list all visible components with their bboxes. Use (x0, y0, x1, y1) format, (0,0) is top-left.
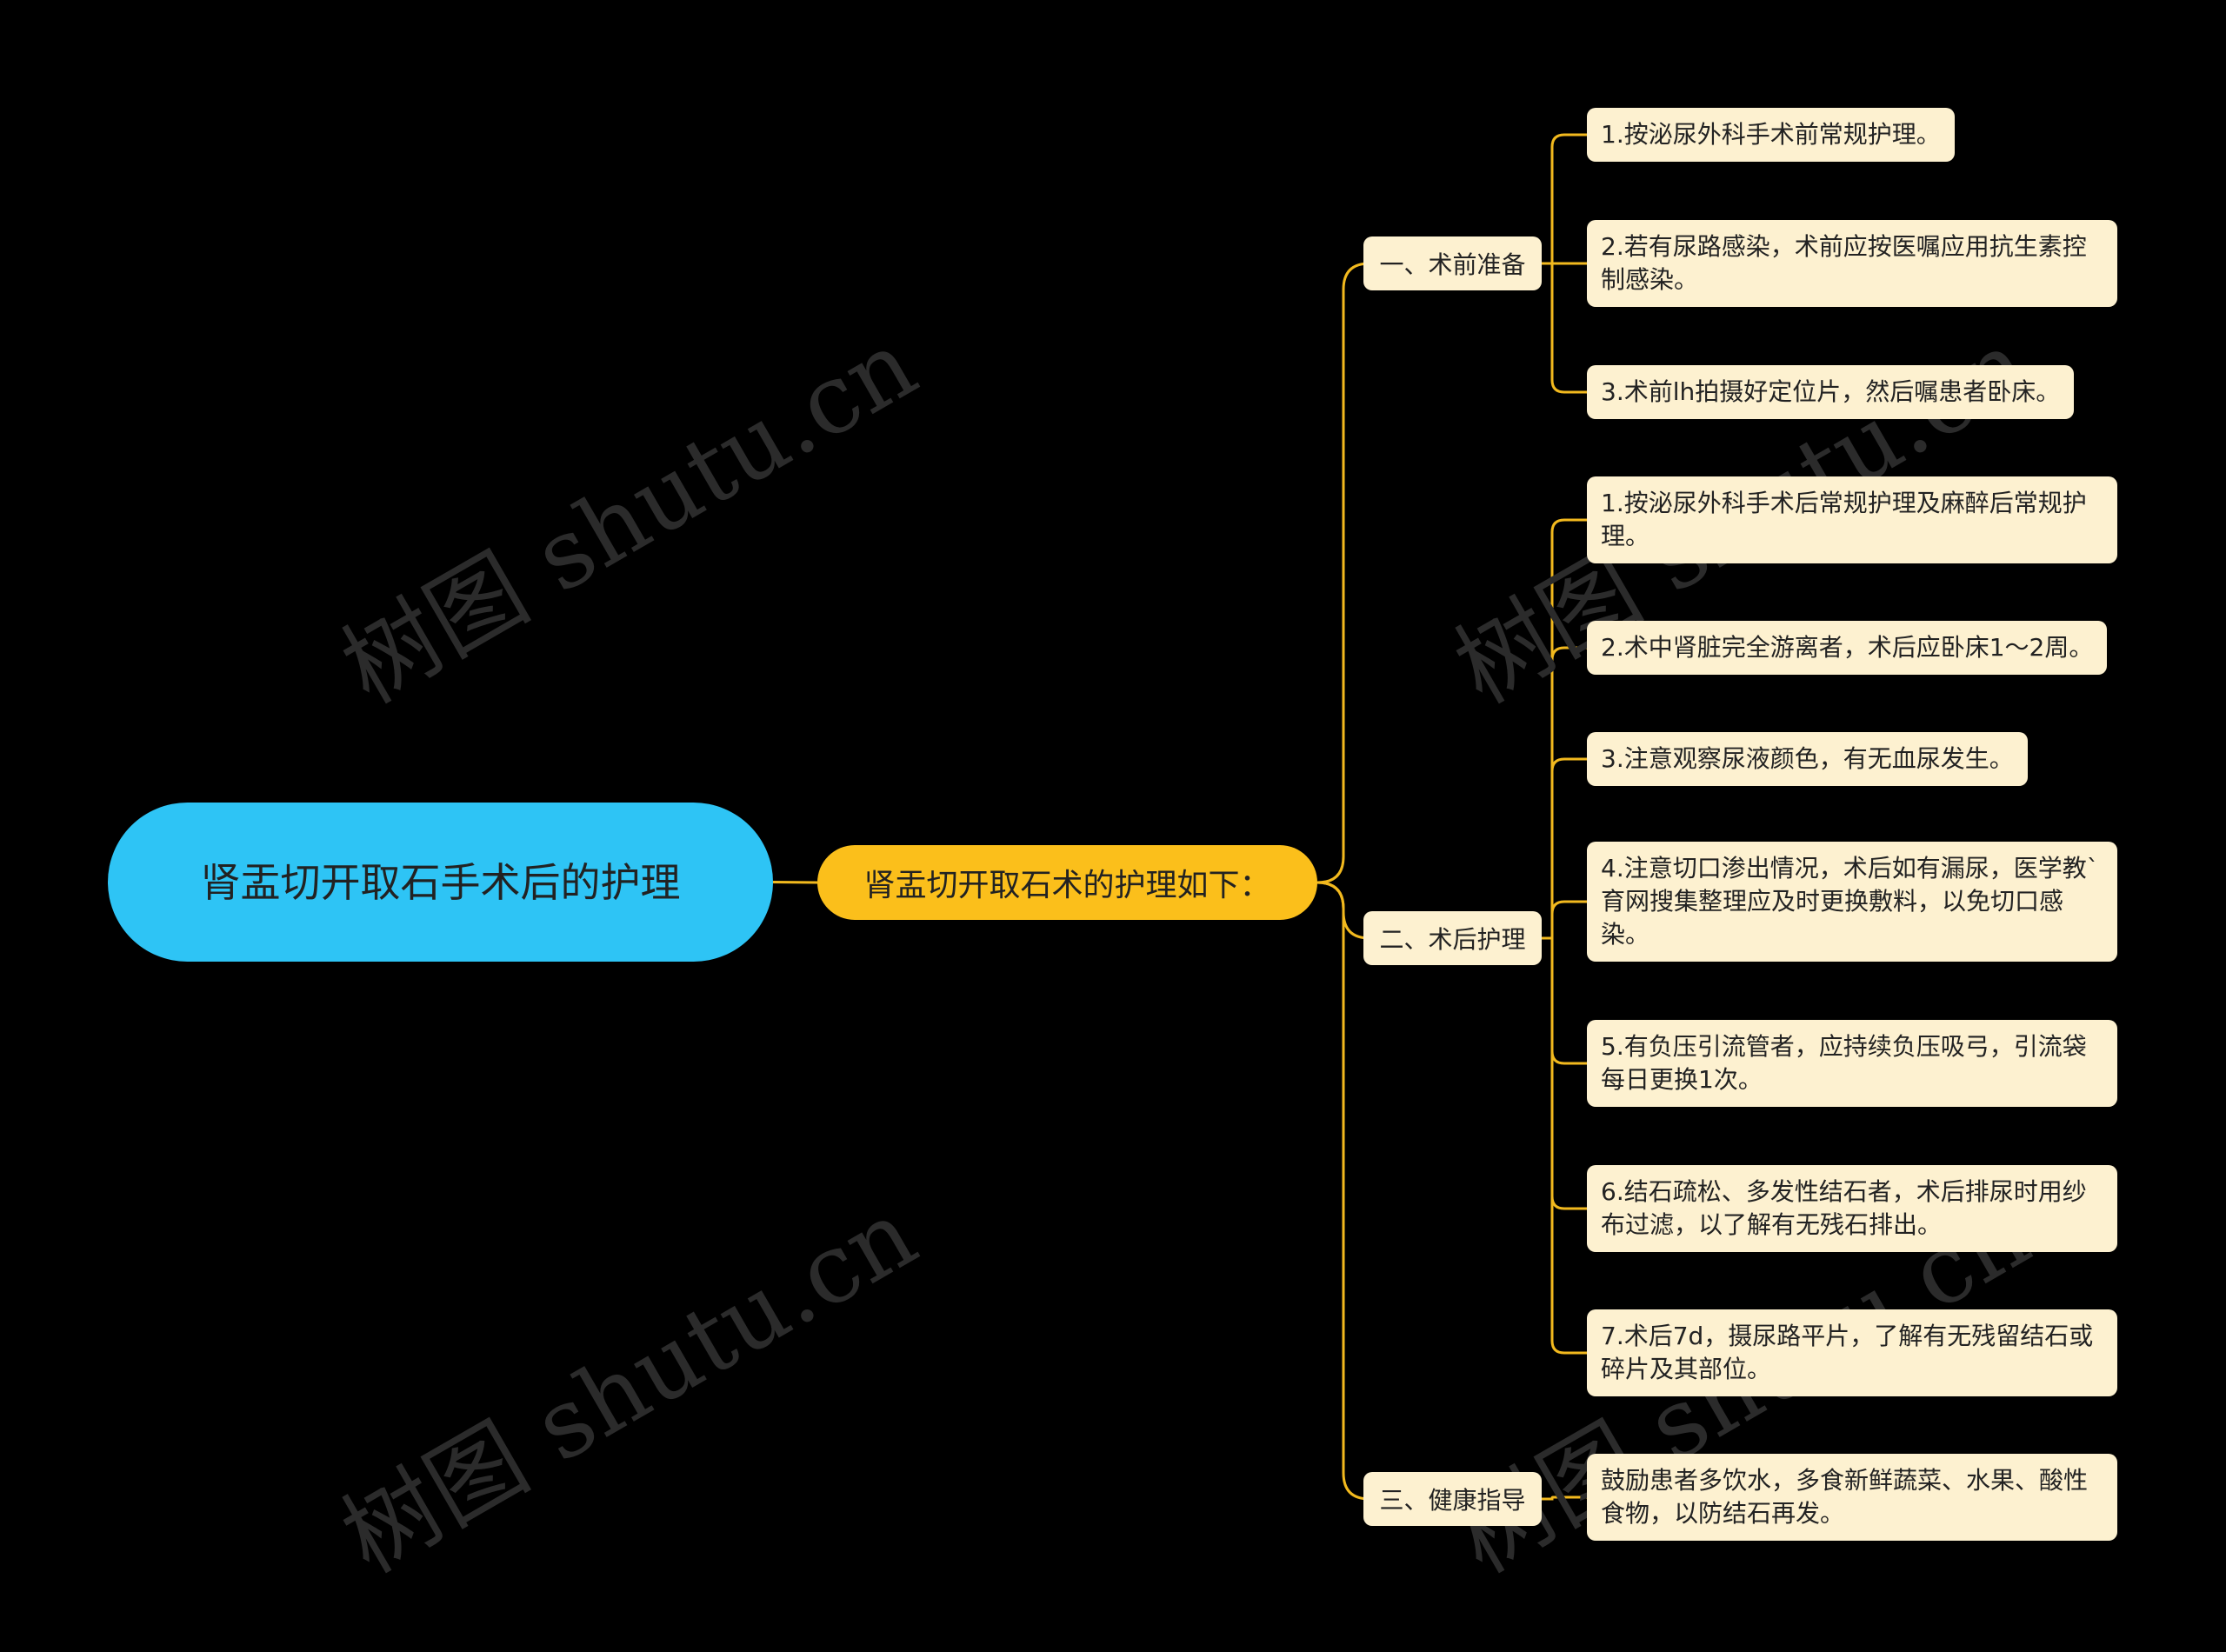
center-node-label: 肾盂切开取石术的护理如下： (863, 868, 1271, 903)
leaf-text: 2.若有尿路感染，术前应按医嘱应用抗生素控制感染。 (1601, 232, 2087, 294)
branch-postop[interactable]: 二、术后护理 (1363, 911, 1542, 965)
leaf-health-1[interactable]: 鼓励患者多饮水，多食新鲜蔬菜、水果、酸性食物，以防结石再发。 (1587, 1454, 2117, 1541)
leaf-postop-4[interactable]: 4.注意切口渗出情况，术后如有漏尿，医学教`育网搜集整理应及时更换敷料，以免切口… (1587, 842, 2117, 962)
leaf-text: 1.按泌尿外科手术后常规护理及麻醉后常规护理。 (1601, 489, 2087, 550)
leaf-text: 3.注意观察尿液颜色，有无血尿发生。 (1601, 744, 2014, 773)
branch-health[interactable]: 三、健康指导 (1363, 1472, 1542, 1526)
leaf-postop-3[interactable]: 3.注意观察尿液颜色，有无血尿发生。 (1587, 732, 2028, 786)
branch-leaf-link (1542, 900, 1587, 940)
leaf-text: 4.注意切口渗出情况，术后如有漏尿，医学教`育网搜集整理应及时更换敷料，以免切口… (1601, 854, 2099, 949)
branch-leaf-link (1542, 936, 1587, 1210)
branch-leaf-link (1542, 262, 1587, 394)
branch-label: 二、术后护理 (1379, 925, 1526, 954)
branch-leaf-link (1542, 133, 1587, 265)
center-branch-link (1316, 262, 1370, 884)
center-branch-link (1316, 881, 1370, 1501)
branch-label: 三、健康指导 (1379, 1486, 1526, 1515)
branch-leaf-link (1542, 518, 1587, 940)
root-node-label: 肾盂切开取石手术后的护理 (200, 858, 681, 906)
branch-leaf-link (1542, 936, 1587, 1065)
branch-leaf-link (1542, 757, 1587, 940)
leaf-text: 5.有负压引流管者，应持续负压吸弓，引流袋每日更换1次。 (1601, 1032, 2087, 1094)
leaf-text: 鼓励患者多饮水，多食新鲜蔬菜、水果、酸性食物，以防结石再发。 (1601, 1466, 2089, 1528)
leaf-text: 7.术后7d，摄尿路平片，了解有无残留结石或碎片及其部位。 (1601, 1322, 2094, 1383)
root-node[interactable]: 肾盂切开取石手术后的护理 (108, 803, 773, 962)
leaf-postop-7[interactable]: 7.术后7d，摄尿路平片，了解有无残留结石或碎片及其部位。 (1587, 1309, 2117, 1396)
branch-preop[interactable]: 一、术前准备 (1363, 236, 1542, 290)
center-node[interactable]: 肾盂切开取石术的护理如下： (817, 845, 1317, 920)
leaf-postop-6[interactable]: 6.结石疏松、多发性结石者，术后排尿时用纱布过滤，以了解有无残石排出。 (1587, 1165, 2117, 1252)
leaf-preop-3[interactable]: 3.术前lh拍摄好定位片，然后嘱患者卧床。 (1587, 365, 2075, 419)
leaf-postop-2[interactable]: 2.术中肾脏完全游离者，术后应卧床1～2周。 (1587, 621, 2108, 675)
leaf-text: 6.结石疏松、多发性结石者，术后排尿时用纱布过滤，以了解有无残石排出。 (1601, 1177, 2087, 1239)
leaf-text: 3.术前lh拍摄好定位片，然后嘱患者卧床。 (1601, 377, 2061, 406)
leaf-preop-1[interactable]: 1.按泌尿外科手术前常规护理。 (1587, 108, 1955, 162)
leaf-postop-1[interactable]: 1.按泌尿外科手术后常规护理及麻醉后常规护理。 (1587, 476, 2117, 563)
leaf-text: 2.术中肾脏完全游离者，术后应卧床1～2周。 (1601, 633, 2094, 662)
leaf-preop-2[interactable]: 2.若有尿路感染，术前应按医嘱应用抗生素控制感染。 (1587, 220, 2117, 307)
branch-leaf-link (1542, 1495, 1587, 1501)
branch-leaf-link (1542, 936, 1587, 1355)
leaf-postop-5[interactable]: 5.有负压引流管者，应持续负压吸弓，引流袋每日更换1次。 (1587, 1020, 2117, 1107)
branch-leaf-link (1542, 646, 1587, 940)
branch-label: 一、术前准备 (1379, 250, 1526, 279)
leaf-text: 1.按泌尿外科手术前常规护理。 (1601, 120, 1941, 149)
